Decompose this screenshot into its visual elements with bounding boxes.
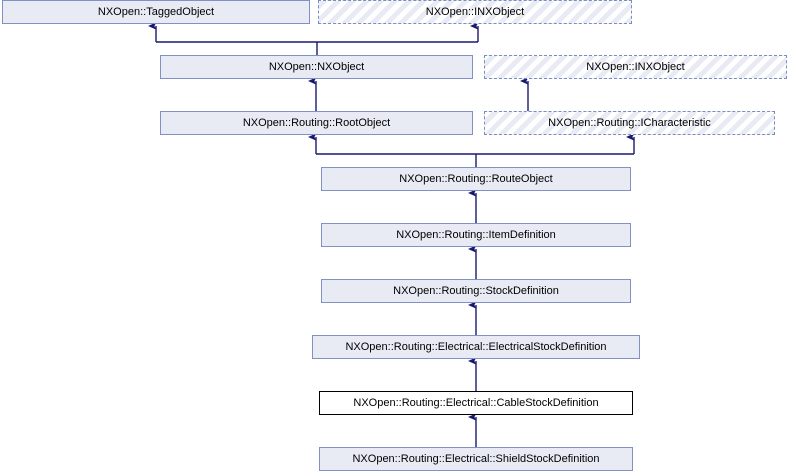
node-label: NXOpen::Routing::StockDefinition — [393, 284, 559, 297]
node-label: NXOpen::INXObject — [586, 60, 685, 73]
node-routeobject[interactable]: NXOpen::Routing::RouteObject — [321, 167, 631, 191]
node-taggedobject[interactable]: NXOpen::TaggedObject — [2, 0, 310, 24]
node-label: NXOpen::Routing::Electrical::ElectricalS… — [345, 340, 607, 353]
node-rootobject[interactable]: NXOpen::Routing::RootObject — [160, 111, 473, 135]
node-label: NXOpen::Routing::ItemDefinition — [396, 228, 556, 241]
node-label: NXOpen::Routing::Electrical::ShieldStock… — [352, 452, 600, 465]
node-shieldstockdefinition[interactable]: NXOpen::Routing::Electrical::ShieldStock… — [319, 447, 633, 471]
node-label: NXOpen::Routing::RootObject — [242, 116, 391, 129]
node-label: NXOpen::Routing::ICharacteristic — [548, 116, 711, 129]
node-label: NXOpen::TaggedObject — [97, 5, 215, 18]
node-itemdefinition[interactable]: NXOpen::Routing::ItemDefinition — [321, 223, 631, 247]
node-label: NXOpen::Routing::Electrical::CableStockD… — [353, 396, 599, 409]
node-stockdefinition[interactable]: NXOpen::Routing::StockDefinition — [321, 279, 631, 303]
node-cablestockdefinition[interactable]: NXOpen::Routing::Electrical::CableStockD… — [319, 391, 633, 415]
node-label: NXOpen::NXObject — [268, 60, 365, 73]
node-inxobject-second[interactable]: NXOpen::INXObject — [484, 55, 787, 79]
node-inxobject-top[interactable]: NXOpen::INXObject — [318, 0, 632, 24]
node-label: NXOpen::INXObject — [425, 5, 525, 18]
node-nxobject[interactable]: NXOpen::NXObject — [160, 55, 473, 79]
node-icharacteristic[interactable]: NXOpen::Routing::ICharacteristic — [484, 111, 775, 135]
node-electricalstockdefinition[interactable]: NXOpen::Routing::Electrical::ElectricalS… — [312, 335, 640, 359]
node-label: NXOpen::Routing::RouteObject — [399, 172, 553, 185]
